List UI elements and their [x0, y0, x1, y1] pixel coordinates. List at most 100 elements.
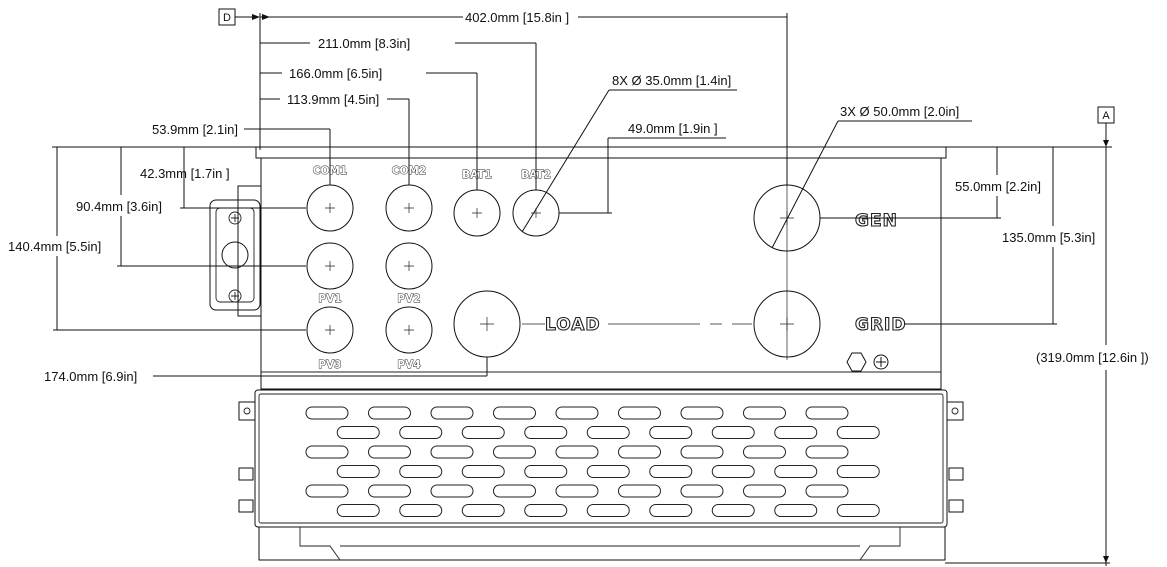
grid-hole: [753, 290, 821, 358]
vent-slot: [305, 445, 349, 459]
dim-55-text: 55.0mm [2.2in]: [955, 179, 1041, 194]
left-bolt-2: [238, 499, 254, 513]
vent-slot: [524, 504, 568, 517]
vent-slot: [555, 406, 599, 420]
vent-slot: [493, 445, 536, 459]
vent-slot: [680, 406, 724, 420]
vent-slot: [524, 426, 568, 439]
datum-a-arrow: [1103, 140, 1109, 147]
vent-slot: [836, 504, 880, 517]
dim-42-text: 42.3mm [1.7in ]: [140, 166, 230, 181]
vent-slot: [493, 406, 536, 420]
datum-a: A: [1097, 106, 1115, 147]
vent-cover-inner: [258, 393, 944, 524]
dim-90-text: 90.4mm [3.6in]: [76, 199, 162, 214]
datum-d-label: D: [223, 12, 231, 24]
vent-slot: [305, 406, 349, 420]
vent-slot: [586, 504, 630, 517]
left-vertical-dimensions: 42.3mm [1.7in ] 90.4mm [3.6in] 140.4mm […: [8, 146, 306, 331]
vent-slot: [805, 484, 849, 498]
vent-slot: [430, 484, 474, 498]
enclosure: [209, 146, 964, 561]
vent-slot: [711, 465, 755, 478]
base-foot-left: [299, 527, 341, 561]
vent-slot: [743, 406, 786, 420]
vent-slot: [618, 445, 661, 459]
vent-slot: [774, 426, 818, 439]
vent-slot: [461, 465, 505, 478]
grid-label: GRID: [855, 315, 906, 335]
enclosure-top-flange: [255, 146, 947, 159]
vent-slot: [711, 426, 755, 439]
vent-slot: [618, 484, 661, 498]
side-connector-port: [221, 241, 249, 269]
pv4-label: PV4: [397, 359, 420, 371]
vent-slot-grid: [305, 406, 880, 517]
dim-135-text: 135.0mm [5.3in]: [1002, 230, 1095, 245]
dim-166-text: 166.0mm [6.5in]: [289, 66, 382, 81]
vent-slot: [711, 504, 755, 517]
enclosure-front-panel: [260, 157, 942, 390]
vent-slot: [680, 484, 724, 498]
pv2-label: PV2: [397, 293, 420, 305]
vent-slot: [649, 504, 693, 517]
right-bolt-1: [948, 467, 964, 481]
vent-slot: [461, 426, 505, 439]
left-bracket-hole: [243, 407, 251, 415]
ground-icon-cross: [876, 357, 886, 367]
hole-callouts: 8X Ø 35.0mm [1.4in] 3X Ø 50.0mm [2.0in] …: [521, 73, 972, 249]
datum-d-arrow: [252, 14, 260, 20]
left-bolt-1: [238, 467, 254, 481]
vent-cover: [254, 389, 948, 528]
vent-slot: [336, 426, 380, 439]
vent-slot: [368, 445, 411, 459]
dim-319-arrow: [1103, 556, 1109, 563]
vent-slot: [430, 406, 474, 420]
vent-slot: [743, 445, 786, 459]
left-bracket-top: [238, 401, 256, 421]
load-label: LOAD: [545, 315, 601, 335]
big-holes-callout: 3X Ø 50.0mm [2.0in]: [840, 104, 959, 119]
vent-slot: [524, 465, 568, 478]
pv2-hole: [385, 242, 433, 290]
right-bracket-hole: [951, 407, 959, 415]
vent-slot: [774, 504, 818, 517]
vent-slot: [399, 504, 443, 517]
vent-slot: [430, 445, 474, 459]
hole-center-marks: [325, 203, 794, 335]
port-labels: COM1 COM2 BAT1 BAT2 PV1 PV2 PV3 PV4 GEN …: [312, 165, 906, 372]
pv1-label: PV1: [318, 293, 341, 305]
vent-slot: [649, 465, 693, 478]
right-bolt-2: [948, 499, 964, 513]
bat-callout-leader: [521, 89, 610, 233]
side-screw-bottom-cross: [231, 292, 239, 300]
dim-402-text: 402.0mm [15.8in ]: [465, 10, 569, 25]
pv3-hole: [306, 306, 354, 354]
ground-icon: [873, 354, 889, 370]
datum-d: D: [218, 8, 260, 26]
pv3-label: PV3: [318, 359, 341, 371]
vent-slot: [305, 484, 349, 498]
vent-slot: [805, 445, 849, 459]
vent-slot: [836, 426, 880, 439]
dim-402-arrow: [262, 14, 270, 20]
dim-140-text: 140.4mm [5.5in]: [8, 239, 101, 254]
vent-slot: [586, 426, 630, 439]
right-vertical-dimensions: 55.0mm [2.2in] 135.0mm [5.3in] (319.0mm …: [820, 146, 1149, 566]
gen-label: GEN: [855, 211, 898, 231]
vent-slot: [836, 465, 880, 478]
vent-slot: [336, 504, 380, 517]
vent-slot: [555, 445, 599, 459]
vent-slot: [399, 426, 443, 439]
vent-slot: [555, 484, 599, 498]
side-screw-bottom: [228, 289, 242, 303]
dim-174-text: 174.0mm [6.9in]: [44, 369, 137, 384]
vent-slot: [368, 484, 411, 498]
vent-slot: [368, 406, 411, 420]
dim-53-text: 53.9mm [2.1in]: [152, 122, 238, 137]
horizontal-dimensions: 402.0mm [15.8in ] 211.0mm [8.3in] 166.0m…: [44, 10, 788, 384]
side-connector: [209, 199, 261, 311]
dim-49-text: 49.0mm [1.9in ]: [628, 121, 718, 136]
dim-319-text: (319.0mm [12.6in ]): [1036, 350, 1149, 365]
